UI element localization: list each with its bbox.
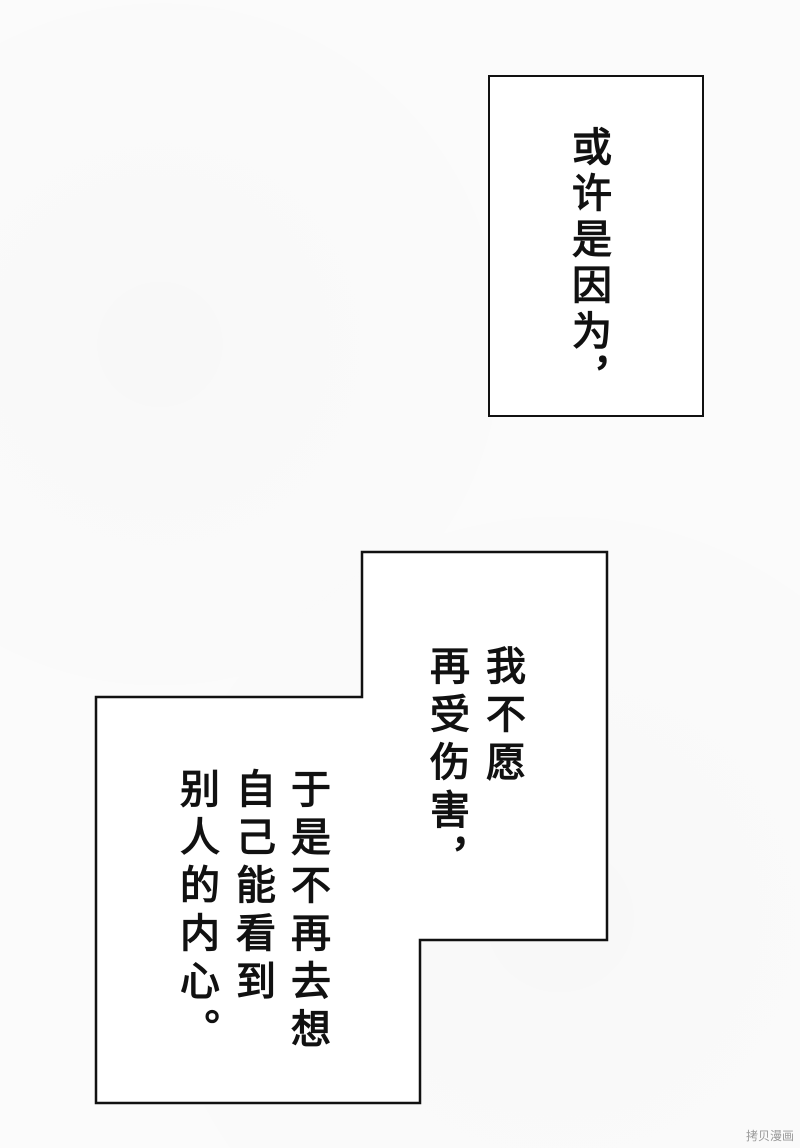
caption-line-2: 再受伤害， (423, 645, 469, 885)
watermark-text: 拷贝漫画 (745, 1129, 794, 1143)
caption-line-4: 自己能看到 (229, 768, 275, 1008)
caption-line-1: 我不愿 (479, 645, 525, 789)
caption-line-5: 别人的内心。 (173, 768, 219, 1056)
caption-text-top: 或许是因为， (565, 126, 611, 402)
caption-box-top (488, 75, 704, 417)
caption-line-3: 于是不再去想 (284, 768, 330, 1056)
